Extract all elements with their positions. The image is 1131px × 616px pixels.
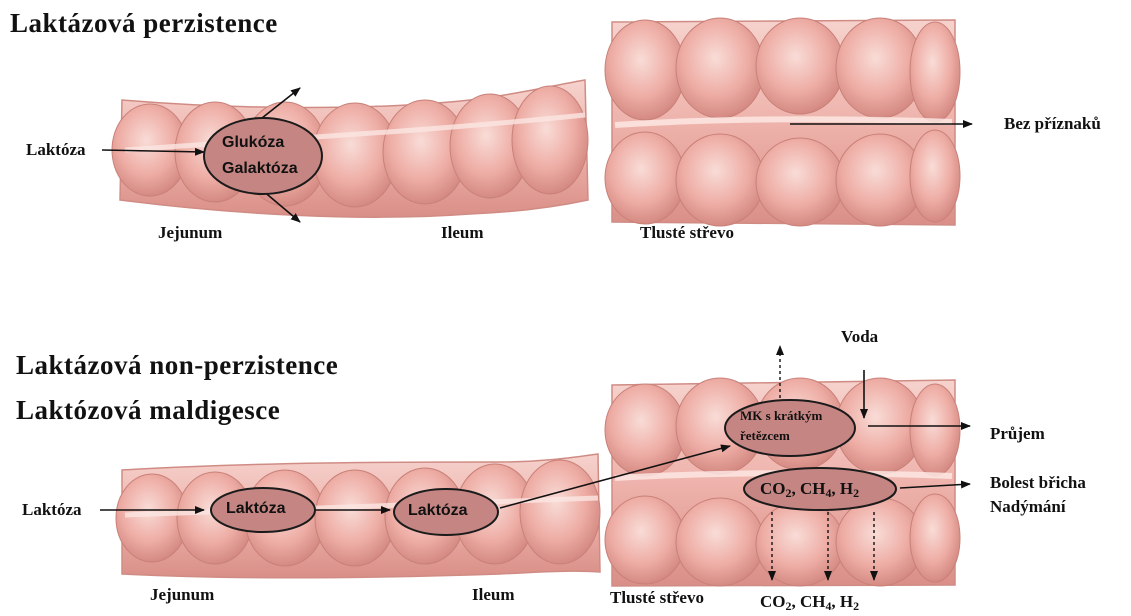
title-non-persistence: Laktázová non-perzistence: [16, 350, 338, 381]
gas-sep-1: ,: [791, 479, 800, 498]
gas-co2: CO: [760, 479, 786, 498]
label-bloating: Nadýmání: [990, 497, 1066, 517]
label-lactose-node-2: Laktóza: [408, 502, 468, 520]
label-jejunum-bottom: Jejunum: [150, 585, 214, 605]
label-lactose-top: Laktóza: [26, 140, 86, 160]
gas-h2-out: H: [840, 592, 853, 611]
gas-sep-2: ,: [831, 479, 840, 498]
small-intestine-bottom: [116, 454, 600, 578]
label-gases-released: CO2, CH4, H2: [760, 592, 859, 612]
label-scfa-line1: MK s krátkým: [740, 408, 822, 424]
gas-ch4-out: CH: [800, 592, 826, 611]
small-intestine-top: [112, 80, 588, 217]
label-abdominal-pain: Bolest břicha: [990, 473, 1086, 493]
label-water: Voda: [841, 327, 878, 347]
title-persistence: Laktázová perzistence: [10, 8, 278, 39]
label-no-symptoms: Bez příznaků: [1004, 114, 1101, 134]
label-diarrhea: Průjem: [990, 424, 1045, 444]
title-maldigestion: Laktózová maldigesce: [16, 395, 280, 426]
gas-h2-sub: 2: [853, 486, 859, 500]
label-galactose: Galaktóza: [222, 160, 298, 178]
gas-h2-out-sub: 2: [853, 599, 859, 613]
gas-ch4: CH: [800, 479, 826, 498]
label-gases-in-node: CO2, CH4, H2: [760, 479, 859, 499]
label-ileum-top: Ileum: [441, 223, 484, 243]
label-glucose: Glukóza: [222, 134, 284, 152]
gas-h2: H: [840, 479, 853, 498]
label-scfa-line2: řetězcem: [740, 428, 790, 444]
label-lactose-bottom: Laktóza: [22, 500, 82, 520]
gas-co2-out: CO: [760, 592, 786, 611]
label-colon-top: Tlusté střevo: [640, 223, 734, 243]
label-colon-bottom: Tlusté střevo: [610, 588, 704, 608]
large-intestine-top: [605, 18, 960, 226]
label-ileum-bottom: Ileum: [472, 585, 515, 605]
gas-out-sep-2: ,: [831, 592, 840, 611]
label-lactose-node-1: Laktóza: [226, 500, 286, 518]
gas-out-sep-1: ,: [791, 592, 800, 611]
label-jejunum-top: Jejunum: [158, 223, 222, 243]
glucose-galactose-node: [204, 118, 322, 194]
